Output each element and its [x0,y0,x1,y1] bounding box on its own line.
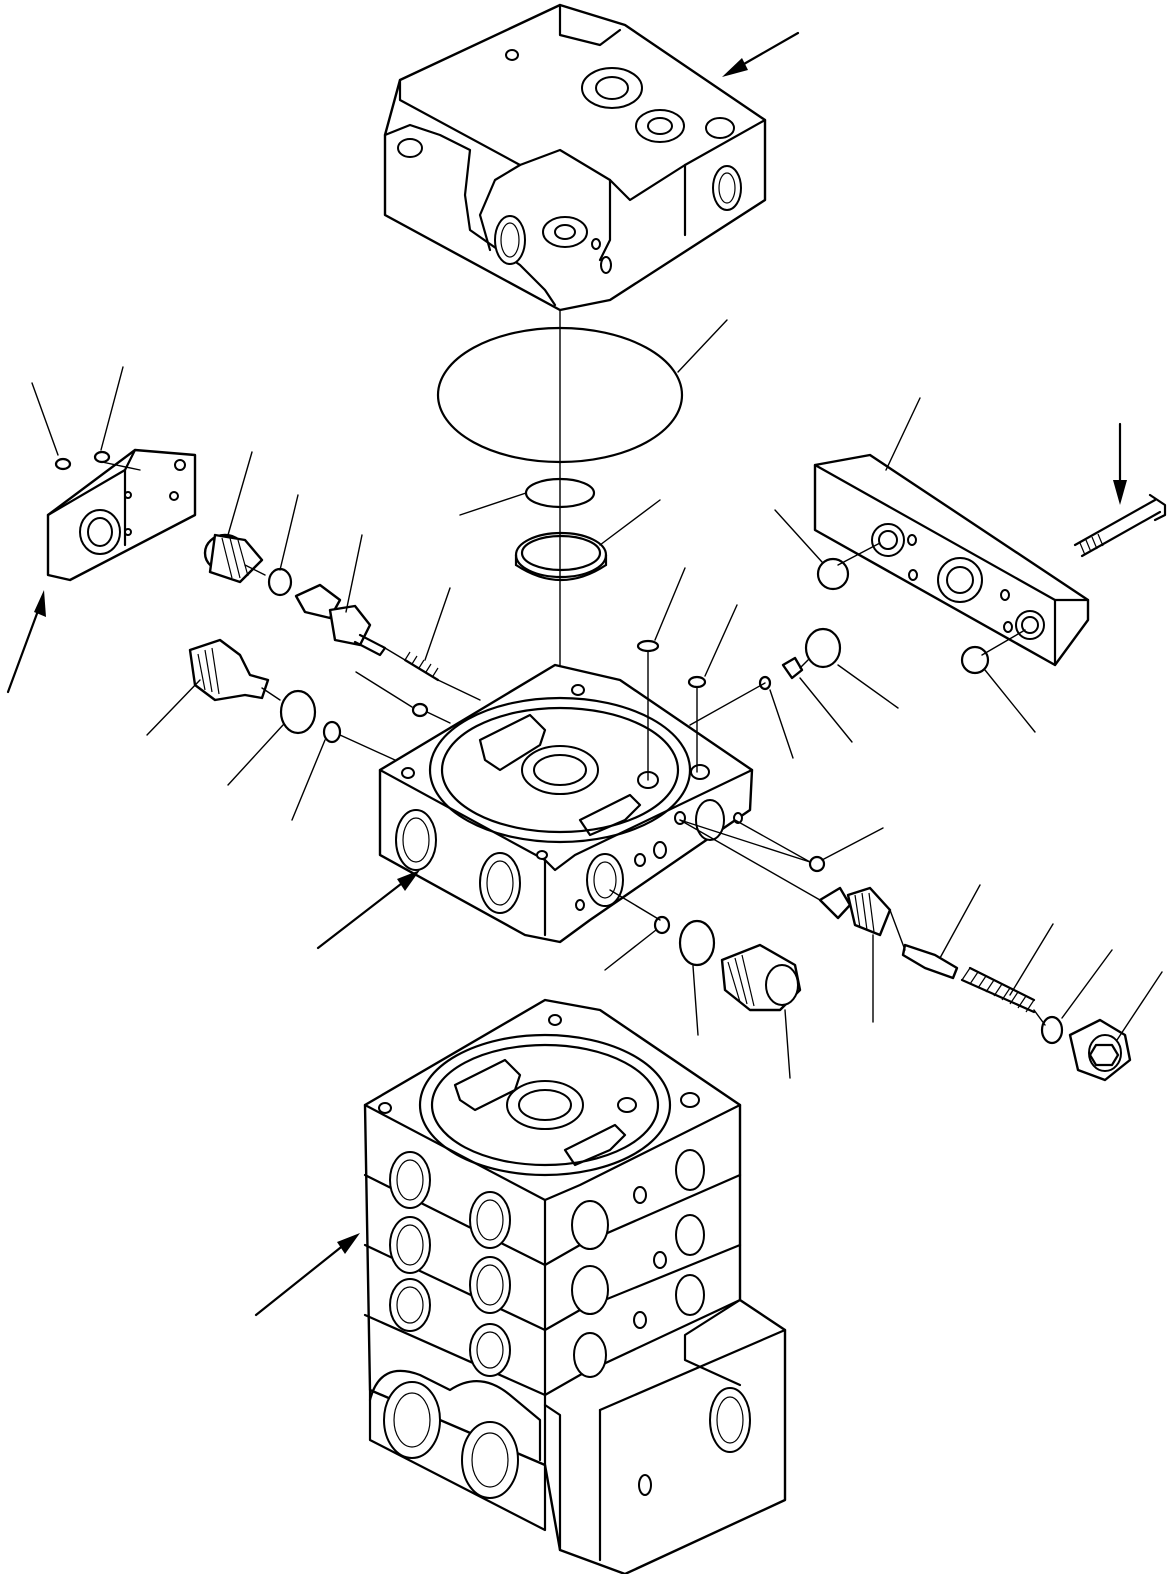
bottom-stack-block [363,998,787,1576]
bolt [1073,493,1167,558]
lower-plug [653,915,802,1012]
left-flange-plate [46,448,197,582]
seal-ring [514,531,608,581]
top-cover-block [383,3,767,312]
callout-arrows [6,31,1127,1317]
assembly-center-lines [101,461,1046,1026]
arrow-head-icon [1113,480,1127,505]
left-plug [188,638,342,744]
right-flange-plate [813,453,1090,675]
arrow-head-icon [397,870,420,891]
leader-lines [31,319,1163,1079]
arrow-head-icon [34,590,46,617]
right-spool-assembly [808,855,1132,1082]
small-o-rings-center [636,639,707,781]
left-spool-assembly [203,533,440,718]
arrow-head-icon [722,58,748,77]
right-small-parts [758,627,842,691]
arrow-head-icon [337,1233,360,1254]
main-valve-body [378,663,754,944]
